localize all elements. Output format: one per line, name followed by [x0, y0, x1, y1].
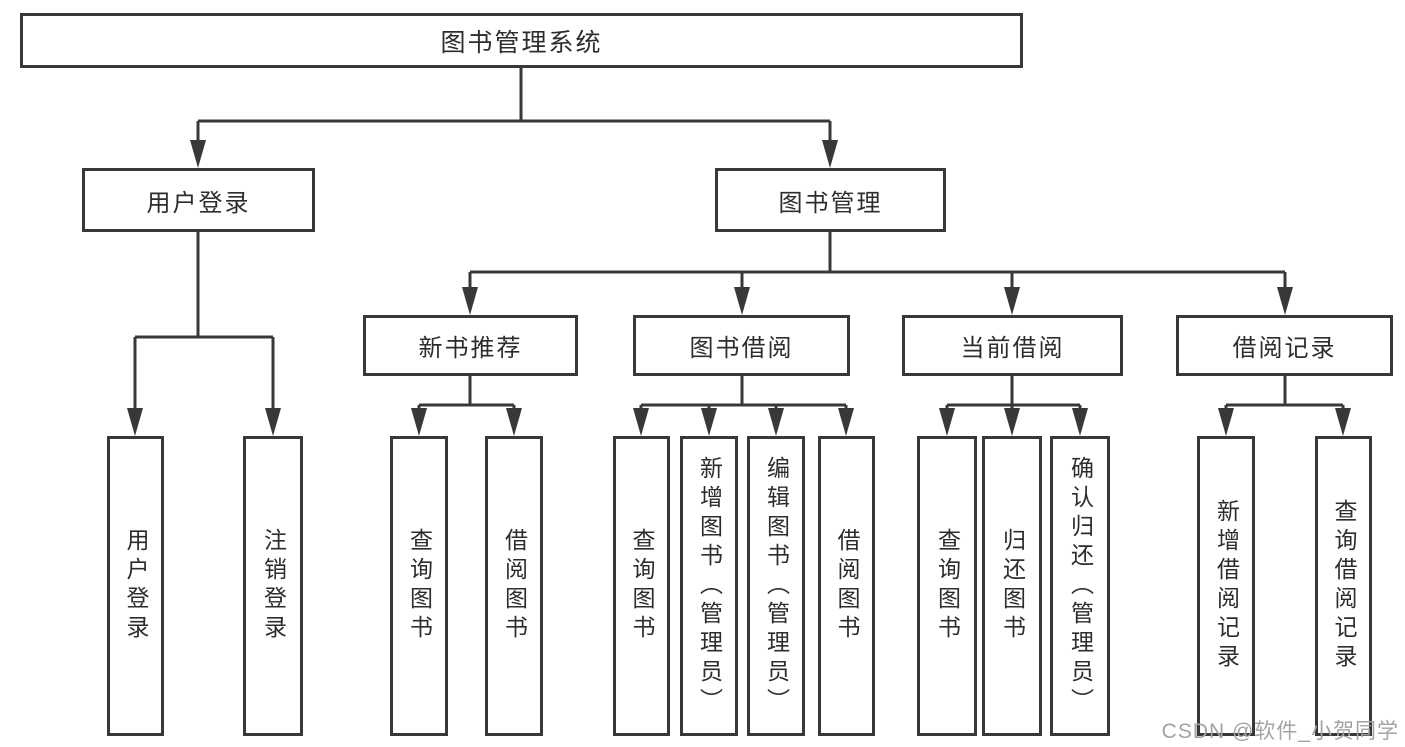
arrow-icon: [701, 408, 717, 436]
arrow-icon: [1004, 287, 1020, 315]
arrow-icon: [1277, 287, 1293, 315]
node-new-book-recommend-label: 新书推荐: [418, 335, 523, 362]
arrow-icon: [734, 287, 750, 315]
connector-borrow-records-to-leaves: [1224, 376, 1345, 418]
arrow-icon: [633, 408, 649, 436]
connector-root-to-level2: [196, 68, 832, 150]
node-book-management-label: 图书管理: [778, 189, 883, 217]
arrowheads: [127, 140, 1351, 436]
leaf-label: 确认归还（管理员）: [1067, 455, 1094, 717]
arrow-icon: [127, 408, 143, 436]
node-borrow-records: 借阅记录: [1176, 315, 1393, 376]
leaf-label: 用户登录: [123, 528, 149, 644]
arrow-icon: [265, 408, 281, 436]
connector-user-login-to-leaves: [133, 232, 275, 418]
leaf-label: 编辑图书（管理员）: [763, 455, 790, 717]
node-leaf-return-books: 归还图书: [982, 436, 1042, 736]
leaf-label: 查询图书: [934, 528, 961, 644]
arrow-icon: [411, 408, 427, 436]
arrow-icon: [1218, 408, 1234, 436]
node-leaf-borrow-books: 借阅图书: [818, 436, 875, 736]
node-root-label: 图书管理系统: [440, 28, 603, 57]
node-current-borrow: 当前借阅: [902, 315, 1123, 376]
connector-new-book-recommend-to-leaves: [417, 376, 516, 418]
connector-book-borrow-to-leaves: [639, 376, 848, 418]
arrow-icon: [838, 408, 854, 436]
node-leaf-query-books-recommend: 查询图书: [390, 436, 448, 736]
leaf-label: 查询图书: [406, 528, 433, 644]
leaf-label: 借阅图书: [501, 528, 528, 644]
arrow-icon: [462, 287, 478, 315]
node-user-login-label: 用户登录: [146, 189, 251, 217]
node-new-book-recommend: 新书推荐: [363, 315, 578, 376]
node-user-login: 用户登录: [82, 168, 315, 232]
node-root: 图书管理系统: [20, 13, 1023, 68]
leaf-label: 查询借阅记录: [1331, 499, 1357, 673]
node-leaf-edit-books-admin: 编辑图书（管理员）: [747, 436, 805, 736]
node-leaf-user-login: 用户登录: [107, 436, 164, 736]
csdn-watermark: CSDN @软件_小贺同学: [1161, 720, 1399, 743]
node-leaf-add-books-admin: 新增图书（管理员）: [680, 436, 738, 736]
arrow-icon: [939, 408, 955, 436]
arrow-icon: [190, 140, 206, 168]
node-book-borrow: 图书借阅: [633, 315, 850, 376]
connector-book-management-to-level3: [468, 232, 1287, 297]
leaf-label: 注销登录: [260, 528, 287, 644]
leaf-label: 借阅图书: [834, 528, 860, 644]
node-leaf-query-books-borrow: 查询图书: [613, 436, 670, 736]
arrow-icon: [506, 408, 522, 436]
leaf-label: 归还图书: [999, 528, 1026, 644]
node-leaf-logout: 注销登录: [243, 436, 303, 736]
arrow-icon: [1072, 408, 1088, 436]
node-leaf-query-borrow-record: 查询借阅记录: [1315, 436, 1372, 736]
arrow-icon: [1335, 408, 1351, 436]
arrow-icon: [768, 408, 784, 436]
node-leaf-add-borrow-record: 新增借阅记录: [1197, 436, 1255, 736]
leaf-label: 查询图书: [629, 528, 655, 644]
leaf-label: 新增图书（管理员）: [696, 455, 723, 717]
node-book-borrow-label: 图书借阅: [689, 335, 794, 362]
node-leaf-query-books-current: 查询图书: [917, 436, 977, 736]
node-leaf-confirm-return-admin: 确认归还（管理员）: [1050, 436, 1110, 736]
node-current-borrow-label: 当前借阅: [960, 335, 1065, 362]
node-leaf-borrow-books-recommend: 借阅图书: [485, 436, 543, 736]
leaf-label: 新增借阅记录: [1213, 499, 1240, 673]
arrow-icon: [1004, 408, 1020, 436]
arrow-icon: [822, 140, 838, 168]
node-borrow-records-label: 借阅记录: [1232, 335, 1337, 362]
node-book-management: 图书管理: [715, 168, 946, 232]
